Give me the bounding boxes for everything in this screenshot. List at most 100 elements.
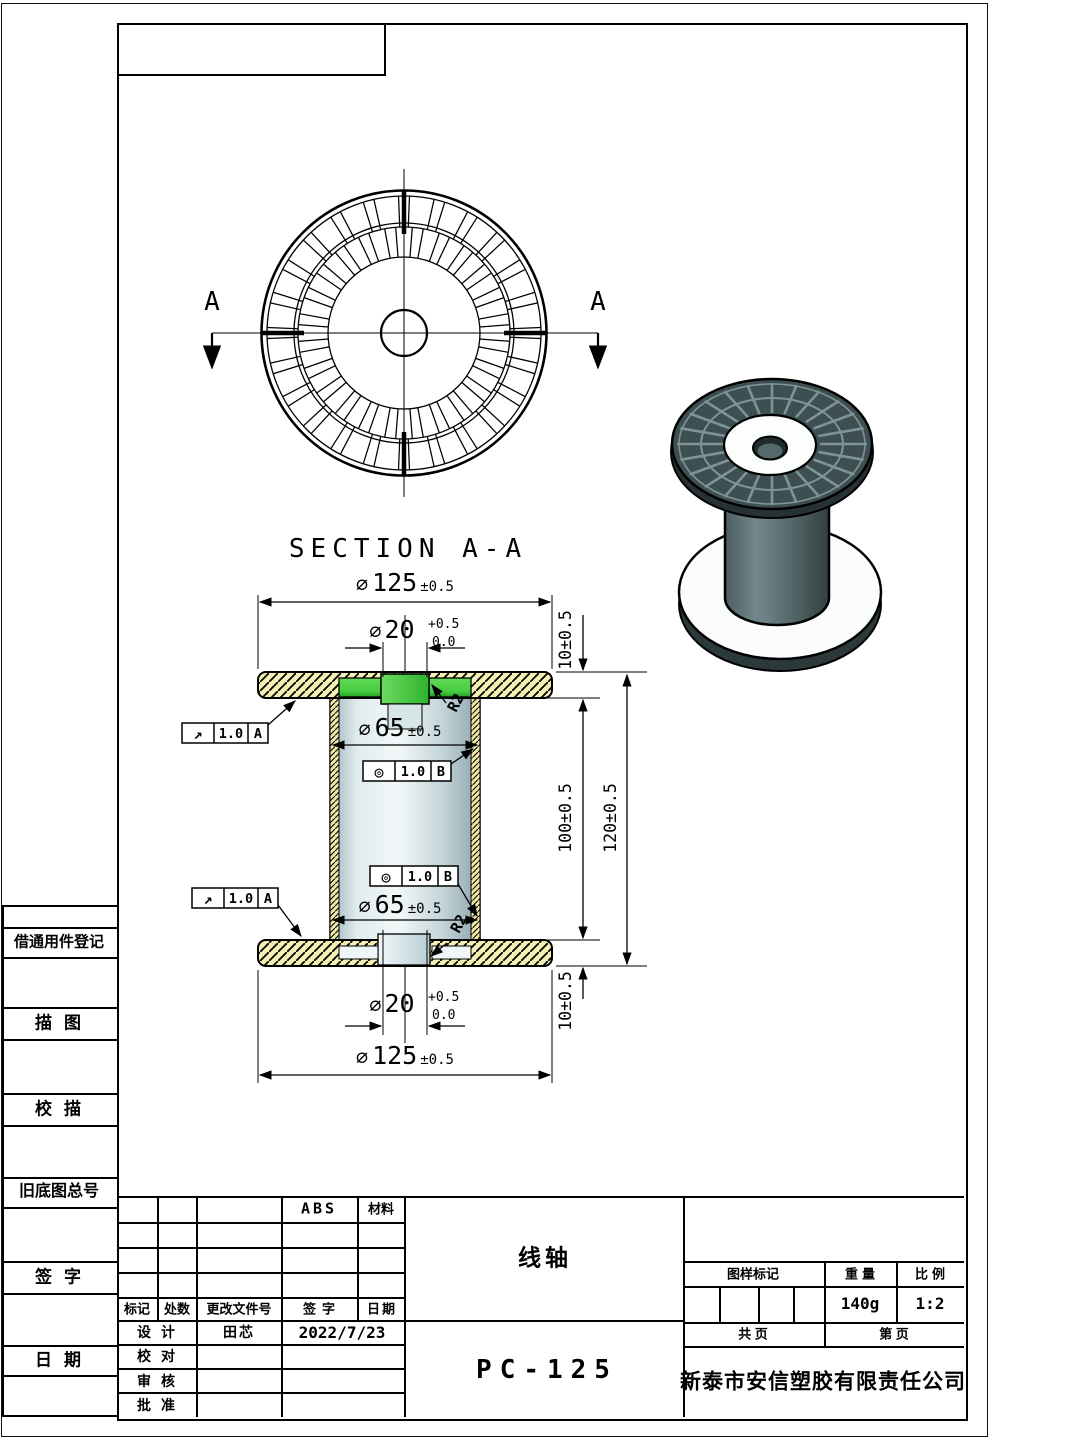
grid-line: [758, 1286, 760, 1322]
svg-text:1.0: 1.0: [401, 764, 425, 780]
rev-header-doc-no: 更改文件号: [206, 1301, 272, 1317]
grid-line: [404, 1196, 406, 1417]
iso-top-flange: [670, 377, 874, 519]
grid-line: [2, 1093, 117, 1095]
section-title: SECTION A-A: [289, 534, 527, 564]
side-label-signature: 签字: [35, 1267, 93, 1287]
section-cutting-line: [261, 191, 547, 475]
fcf-concentricity-upper: ◎ 1.0 B: [362, 748, 475, 782]
company-name: 新泰市安信塑胶有限责任公司: [680, 1370, 966, 1394]
grid-line: [117, 1247, 404, 1249]
top-view: A A SECTION A-A: [202, 169, 608, 564]
weight-value: 140g: [840, 1294, 880, 1313]
designer-name: 田芯: [223, 1324, 255, 1340]
material-label: 材料: [367, 1201, 395, 1217]
dim-dia20-bot-toldn: 0.0: [432, 1008, 455, 1023]
barrel-wall-right: [470, 697, 481, 941]
grid-line: [683, 1196, 685, 1417]
rev-header-date: 日期: [366, 1301, 398, 1317]
grid-line: [2, 1345, 117, 1347]
grid-line: [683, 1322, 964, 1324]
fcf-concentricity-lower: ◎ 1.0 B: [369, 865, 478, 918]
svg-text:1.0: 1.0: [408, 869, 432, 885]
grid-line: [2, 1375, 117, 1377]
iso-view: [670, 377, 883, 672]
dim-dia20-top-tolup: +0.5: [428, 617, 459, 632]
runout-icon: ↗: [193, 725, 202, 743]
side-label-check-tracing: 校描: [35, 1099, 93, 1119]
grid-line: [896, 1261, 898, 1322]
grid-line: [2, 1293, 117, 1295]
iso-barrel: [723, 496, 831, 627]
runout-icon: ↗: [203, 890, 212, 908]
section-arrows: [202, 333, 608, 370]
fcf-runout-lower: ↗ 1.0 A: [191, 887, 302, 938]
grid-line: [683, 1346, 964, 1348]
dim-dia20-bot-tolup: +0.5: [428, 990, 459, 1005]
dim-10-top: 10±0.5: [556, 610, 575, 670]
svg-text:A: A: [264, 891, 272, 907]
grid-line: [157, 1196, 159, 1320]
section-view: ∅125±0.5 ∅20 +0.5 0.0 10±0.5 ∅65±0.5 100…: [181, 568, 647, 1083]
grid-line: [117, 1196, 964, 1198]
grid-line: [2, 1007, 117, 1009]
scale-value: 1:2: [915, 1294, 945, 1313]
side-label-old-drawing-no: 旧底图总号: [18, 1183, 100, 1200]
top-hub-green: [338, 673, 472, 730]
inner-rib-lines: [298, 227, 510, 439]
sign-row-review-label: 审核: [137, 1373, 185, 1389]
dim-dia65-lower: ∅65±0.5: [359, 890, 442, 919]
grid-line: [117, 1344, 404, 1346]
grid-line: [117, 1272, 404, 1274]
sheet-no-label: 第 页: [879, 1326, 909, 1342]
dimension-lines: [258, 597, 632, 1080]
rev-header-sign: 签字: [302, 1301, 342, 1317]
material-value: ABS: [300, 1199, 338, 1218]
side-label-common-parts: 借通用件登记: [13, 933, 105, 951]
rev-header-count: 处数: [163, 1301, 191, 1317]
grid-line: [357, 1196, 359, 1320]
paper-edge: [1, 3, 988, 1437]
dim-dia125-bottom: ∅125±0.5: [356, 1041, 454, 1070]
cut-label-left: A: [204, 287, 220, 317]
grid-line: [2, 1261, 117, 1263]
grid-line: [2, 905, 4, 1417]
sign-row-design-label: 设计: [137, 1324, 185, 1340]
grid-line: [2, 1125, 117, 1127]
stamp-label: 图样标记: [726, 1266, 780, 1282]
grid-line: [683, 1261, 964, 1263]
rev-header-mark: 标记: [123, 1301, 151, 1317]
dim-dia20-bottom: ∅20: [369, 989, 414, 1018]
grid-line: [117, 1392, 404, 1394]
grid-line: [117, 1368, 404, 1370]
dim-10-bottom: 10±0.5: [556, 971, 575, 1031]
part-number: PC-125: [476, 1355, 618, 1385]
extension-lines: [257, 595, 647, 1083]
grid-line: [2, 1207, 117, 1209]
grid-line: [683, 1286, 964, 1288]
cut-label-right: A: [590, 287, 606, 317]
side-label-date: 日期: [35, 1350, 93, 1370]
grid-line: [117, 1222, 404, 1224]
dim-dia65-upper: ∅65±0.5: [359, 713, 442, 742]
barrel-wall-left: [329, 697, 340, 941]
grid-line: [2, 1415, 117, 1417]
scale-label: 比例: [914, 1266, 950, 1282]
grid-line: [719, 1286, 721, 1322]
side-label-tracing: 描图: [35, 1013, 93, 1033]
svg-text:1.0: 1.0: [229, 891, 253, 907]
grid-line: [2, 927, 117, 929]
grid-line: [281, 1196, 283, 1417]
dim-100: 100±0.5: [556, 783, 575, 853]
grid-line: [824, 1261, 826, 1346]
concentricity-icon: ◎: [374, 763, 383, 781]
grid-line: [2, 1177, 117, 1179]
grid-line: [2, 1039, 117, 1041]
bottom-bore: [377, 933, 431, 966]
grid-line: [2, 905, 117, 907]
sign-row-check-label: 校对: [137, 1348, 185, 1364]
bottom-hub: [338, 933, 472, 966]
svg-text:1.0: 1.0: [219, 726, 243, 742]
svg-text:B: B: [437, 764, 445, 780]
